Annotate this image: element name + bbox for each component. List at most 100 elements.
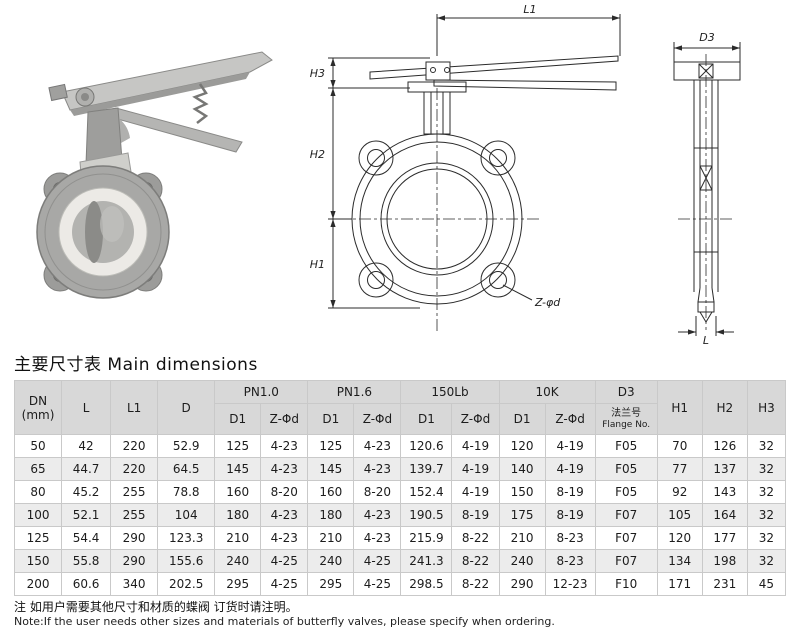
cell: 152.4 <box>400 480 453 504</box>
cell: 4-25 <box>260 549 309 573</box>
cell: 215.9 <box>400 526 453 550</box>
sub-header-d1: D1 <box>498 403 546 435</box>
cell: F05 <box>594 434 658 458</box>
col-header-d3: D3 <box>594 380 658 404</box>
sub-header-z-phi-d: Z-Φd <box>451 403 500 435</box>
cell: 8-23 <box>544 549 596 573</box>
cell: 190.5 <box>400 503 453 527</box>
note-english: Note:If the user needs other sizes and m… <box>14 615 555 628</box>
cell: 4-25 <box>260 572 309 596</box>
cell: 295 <box>307 572 355 596</box>
valve-photo <box>36 51 273 299</box>
dim-label-l: L <box>703 334 709 345</box>
cell: 45 <box>746 572 787 596</box>
cell: 12-23 <box>544 572 596 596</box>
dim-label-d3: D3 <box>699 31 714 44</box>
cell: 92 <box>656 480 703 504</box>
cell: 295 <box>214 572 262 596</box>
cell: 45.2 <box>61 480 112 504</box>
cell: 4-25 <box>353 549 402 573</box>
cell: 54.4 <box>61 526 112 550</box>
cell: 171 <box>656 572 703 596</box>
cell: F05 <box>594 480 658 504</box>
col-header-d: D <box>157 380 216 435</box>
cell: 100 <box>13 503 63 527</box>
page-title: 主要尺寸表 Main dimensions <box>14 355 258 375</box>
cell: 298.5 <box>400 572 453 596</box>
cell: 202.5 <box>157 572 216 596</box>
cell: 175 <box>498 503 546 527</box>
cell: 137 <box>701 457 748 481</box>
cell: 125 <box>214 434 262 458</box>
cell: 4-23 <box>353 526 402 550</box>
col-header-h2: H2 <box>701 380 748 435</box>
cell: 4-23 <box>260 457 309 481</box>
cell: 145 <box>214 457 262 481</box>
cell: 125 <box>307 434 355 458</box>
footnotes: 注 如用户需要其他尺寸和材质的蝶阀 订货时请注明。 Note:If the us… <box>0 596 800 629</box>
cell: F10 <box>594 572 658 596</box>
cell: 120.6 <box>400 434 453 458</box>
cell: 32 <box>746 480 787 504</box>
cell: 220 <box>110 434 159 458</box>
cell: 140 <box>498 457 546 481</box>
cell: 200 <box>13 572 63 596</box>
drawings-area: L1 H3 H2 H1 Z-φd <box>36 3 741 345</box>
cell: 32 <box>746 457 787 481</box>
cell: 177 <box>701 526 748 550</box>
cell: 150 <box>498 480 546 504</box>
cell: 240 <box>307 549 355 573</box>
cell: 160 <box>307 480 355 504</box>
col-header-150lb: 150Lb <box>400 380 500 404</box>
flange-cn-label: 法兰号 <box>611 408 642 419</box>
header-row-1: DN(mm) L L1 D PN1.0 PN1.6 150Lb 10K D3 H… <box>13 380 787 435</box>
cell: 340 <box>110 572 159 596</box>
dim-label-z-phi-d: Z-φd <box>534 296 561 309</box>
dimensions-table: DN(mm) L L1 D PN1.0 PN1.6 150Lb 10K D3 H… <box>13 380 787 596</box>
cell: 241.3 <box>400 549 453 573</box>
cell: 8-19 <box>451 503 500 527</box>
drawings-svg: L1 H3 H2 H1 Z-φd <box>36 3 741 345</box>
col-header-pn10: PN1.0 <box>214 380 309 404</box>
cell: 290 <box>110 549 159 573</box>
table-header: DN(mm) L L1 D PN1.0 PN1.6 150Lb 10K D3 H… <box>13 380 787 435</box>
dim-label-l1: L1 <box>523 3 536 16</box>
cell: F05 <box>594 457 658 481</box>
cell: 78.8 <box>157 480 216 504</box>
sub-header-z-phi-d: Z-Φd <box>544 403 596 435</box>
cell: 60.6 <box>61 572 112 596</box>
cell: 8-23 <box>544 526 596 550</box>
sub-header-z-phi-d: Z-Φd <box>353 403 402 435</box>
cell: 4-23 <box>260 526 309 550</box>
note-chinese: 注 如用户需要其他尺寸和材质的蝶阀 订货时请注明。 <box>14 600 298 614</box>
cell: 70 <box>656 434 703 458</box>
cell: 240 <box>498 549 546 573</box>
cell: 255 <box>110 503 159 527</box>
cell: 155.6 <box>157 549 216 573</box>
col-header-l: L <box>61 380 112 435</box>
col-header-10k: 10K <box>498 380 596 404</box>
dim-label-h2: H2 <box>310 148 325 161</box>
cell: 240 <box>214 549 262 573</box>
cell: 104 <box>157 503 216 527</box>
cell: 4-23 <box>260 503 309 527</box>
sub-header-d1: D1 <box>307 403 355 435</box>
cell: 77 <box>656 457 703 481</box>
cell: 65 <box>13 457 63 481</box>
cell: 8-19 <box>544 503 596 527</box>
cell: F07 <box>594 503 658 527</box>
cell: 64.5 <box>157 457 216 481</box>
cell: 44.7 <box>61 457 112 481</box>
cell: 255 <box>110 480 159 504</box>
cell: 4-23 <box>353 434 402 458</box>
cell: 139.7 <box>400 457 453 481</box>
side-view-drawing <box>673 42 741 336</box>
